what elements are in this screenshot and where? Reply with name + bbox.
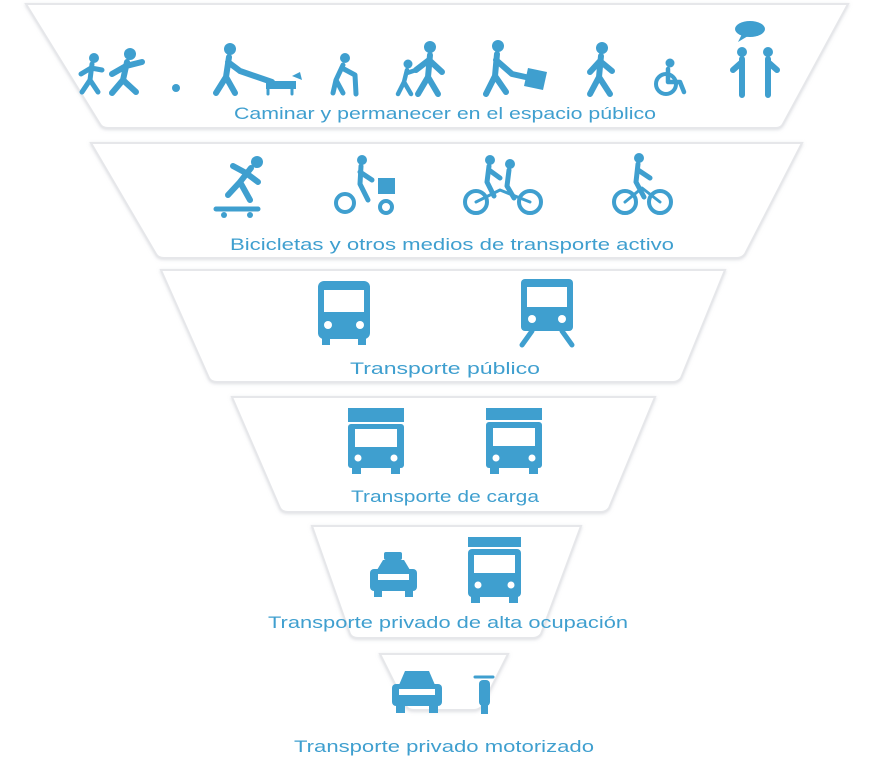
tier-private-motorized: Transporte privado motorizado bbox=[294, 653, 594, 756]
tier-private-motorized-label: Transporte privado motorizado bbox=[294, 737, 594, 756]
freight-truck-icon bbox=[348, 408, 404, 474]
child-running-icon bbox=[78, 53, 105, 95]
train-icon bbox=[519, 279, 575, 348]
minibus-icon bbox=[468, 537, 521, 603]
tier-walking-label: Caminar y permanecer en el espacio públi… bbox=[234, 104, 656, 123]
tier-freight-label: Transporte de carga bbox=[351, 487, 540, 506]
cyclist-icon bbox=[612, 153, 673, 215]
tier-high-occupancy: Transporte privado de alta ocupación bbox=[268, 525, 628, 639]
tier-active-transport-band bbox=[89, 142, 804, 259]
cargo-tricycle-icon bbox=[334, 155, 395, 215]
person-running-with-ball-icon bbox=[109, 48, 180, 96]
delivery-truck-icon bbox=[486, 408, 542, 474]
skateboarder-icon bbox=[213, 156, 263, 218]
car-icon bbox=[392, 671, 442, 713]
tier-active-transport: Bicicletas y otros medios de transporte … bbox=[89, 142, 804, 259]
tandem-bicycle-icon bbox=[463, 155, 543, 215]
taxi-icon bbox=[370, 552, 417, 597]
elderly-person-with-cane-icon bbox=[330, 53, 359, 97]
tier-freight-band bbox=[230, 396, 657, 513]
people-talking-icon bbox=[730, 21, 780, 98]
tier-public-transport: Transporte público bbox=[159, 269, 727, 383]
person-walking-dog-icon bbox=[213, 43, 302, 96]
tier-public-transport-band bbox=[159, 269, 727, 383]
motorcycle-icon bbox=[473, 675, 495, 714]
person-pulling-luggage-icon bbox=[483, 40, 547, 97]
pedestrian-walking-icon bbox=[587, 42, 615, 97]
tier-high-occupancy-label: Transporte privado de alta ocupación bbox=[268, 613, 628, 632]
wheelchair-user-icon bbox=[654, 58, 687, 96]
tier-active-transport-label: Bicicletas y otros medios de transporte … bbox=[230, 235, 674, 254]
tier-freight: Transporte de carga bbox=[230, 396, 657, 513]
tier-public-transport-label: Transporte público bbox=[350, 359, 540, 378]
adult-walking-with-child-icon bbox=[395, 41, 445, 97]
tier-walking: Caminar y permanecer en el espacio públi… bbox=[24, 3, 850, 129]
bus-icon bbox=[318, 281, 370, 345]
